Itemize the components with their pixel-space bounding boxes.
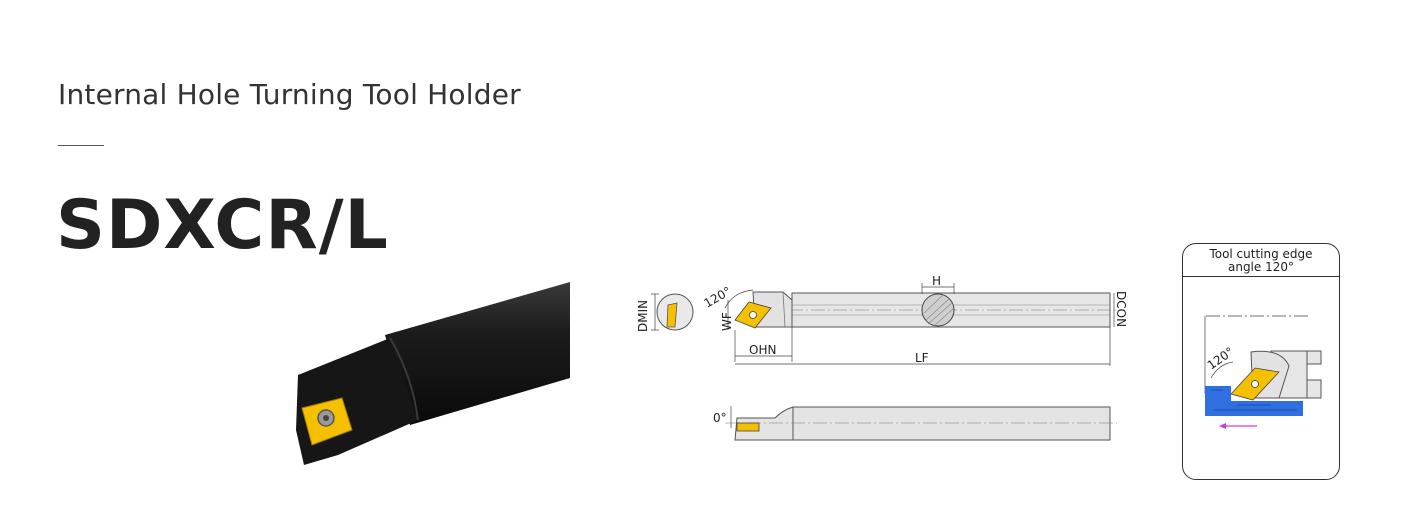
h-label: H — [932, 274, 941, 288]
model-title: SDXCR/L — [56, 186, 389, 265]
title-divider — [58, 145, 104, 146]
panel-angle-label: 120° — [1205, 344, 1237, 372]
ohn-label: OHN — [749, 343, 776, 357]
panel-title: Tool cutting edge angle 120° — [1209, 247, 1313, 274]
page-subtitle: Internal Hole Turning Tool Holder — [58, 78, 521, 111]
angle-label: 120° — [702, 284, 734, 311]
dmin-label: DMIN — [636, 300, 650, 332]
cutting-edge-panel: Tool cutting edge angle 120° 120° — [1182, 243, 1340, 480]
lf-label: LF — [915, 351, 929, 365]
top-view-drawing: DMIN H DCON 120° WF OHN LF — [636, 274, 1128, 366]
dcon-label: DCON — [1114, 291, 1128, 327]
shank — [385, 282, 570, 425]
workpiece — [1205, 386, 1303, 416]
cutting-edge-diagram: 120° — [1204, 315, 1322, 429]
tool-holder-render — [296, 282, 570, 465]
panel-divider — [1183, 276, 1339, 277]
rake-angle-label: 0° — [713, 411, 727, 425]
side-view-drawing: 0° — [713, 406, 1117, 441]
wf-label: WF — [720, 312, 734, 331]
